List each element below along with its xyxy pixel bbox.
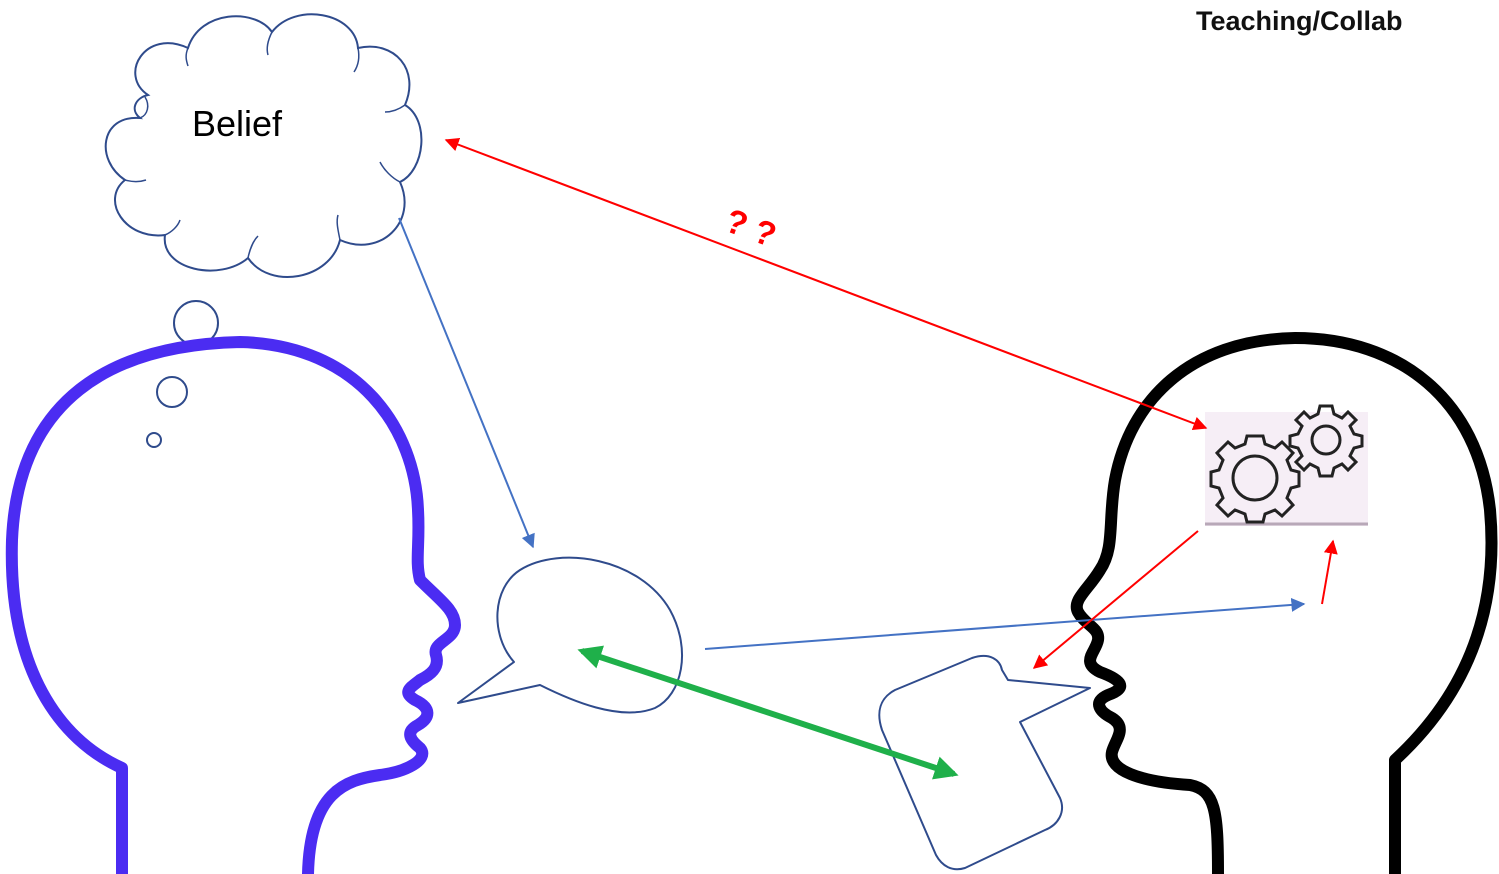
gears-icon: [1205, 404, 1368, 526]
red-double-arrow-belief-gears: [444, 137, 1208, 431]
blue-arrow-speech-to-robot: [704, 597, 1306, 650]
page-title: Teaching/Collab: [1196, 6, 1403, 36]
human-head-silhouette: [5, 336, 461, 874]
thought-cloud: [104, 13, 423, 278]
red-arrow-gears-to-speech: [1032, 530, 1199, 669]
thought-bubble-medium: [156, 376, 188, 408]
robot-head-silhouette: [1070, 332, 1498, 874]
green-double-arrow-speech-alignment: [577, 645, 959, 780]
belief-label: Belief: [192, 103, 283, 144]
thought-bubble-small: [146, 432, 162, 448]
human-speech-bubble: [457, 556, 683, 714]
red-arrow-perception-to-gears: [1321, 539, 1338, 605]
